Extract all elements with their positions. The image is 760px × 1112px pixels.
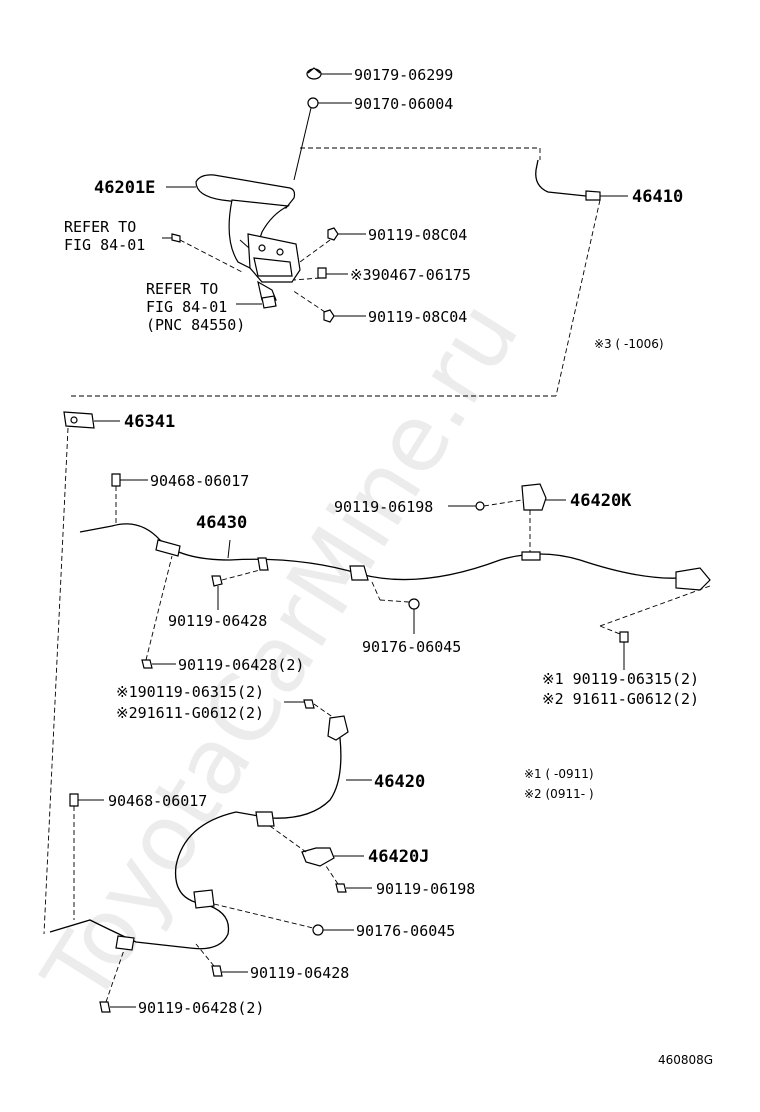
label-90176-06045-lower: 90176-06045 <box>356 922 455 940</box>
label-refer2-line2: FIG 84-01 <box>146 298 227 316</box>
label-90119-08c04-upper: 90119-08C04 <box>368 226 467 244</box>
label-46420k: 46420K <box>570 491 632 511</box>
label-90119-06428-2-lower: 90119-06428(2) <box>138 999 264 1017</box>
label-90170-06004: 90170-06004 <box>354 95 453 113</box>
label-46420j: 46420J <box>368 847 429 867</box>
watermark: ToyotaCarMine.ru <box>22 283 539 1022</box>
lever-assembly <box>162 67 366 323</box>
label-90119-06428-2-middle: 90119-06428(2) <box>178 656 304 674</box>
label-90176-06045-middle: 90176-06045 <box>362 638 461 656</box>
label-refer2-line3: (PNC 84550) <box>146 316 245 334</box>
front-cable-46410 <box>68 147 628 397</box>
label-90468-06017-upper: 90468-06017 <box>150 472 249 490</box>
label-90119-06428-lower: 90119-06428 <box>250 964 349 982</box>
label-46430: 46430 <box>196 513 247 533</box>
rear-cable-46420 <box>49 699 372 1013</box>
label-46201e: 46201E <box>94 178 155 198</box>
label-s1-90119-06315-right: ※1 90119-06315(2) <box>542 670 699 688</box>
label-90468-06017-lower: 90468-06017 <box>108 792 207 810</box>
label-90119-08c04-lower: 90119-08C04 <box>368 308 467 326</box>
label-s2-91611-g0612-right: ※2 91611-G0612(2) <box>542 690 699 708</box>
equalizer-46341 <box>43 411 120 935</box>
note-2: ※2 (0911- ) <box>524 787 594 801</box>
label-90179-06299: 90179-06299 <box>354 66 453 84</box>
label-90119-06428-middle: 90119-06428 <box>168 612 267 630</box>
label-refer2-line1: REFER TO <box>146 280 218 298</box>
label-90119-06198-lower: 90119-06198 <box>376 880 475 898</box>
label-90119-06198-upper: 90119-06198 <box>334 498 433 516</box>
note-3: ※3 ( -1006) <box>594 337 664 351</box>
label-refer1-line2: FIG 84-01 <box>64 236 145 254</box>
label-90467-06175: ※390467-06175 <box>350 266 471 284</box>
label-s2-91611-g0612-left: ※291611-G0612(2) <box>116 704 264 722</box>
label-refer1-line1: REFER TO <box>64 218 136 236</box>
note-1: ※1 ( -0911) <box>524 767 594 781</box>
figure-code: 460808G <box>658 1053 713 1067</box>
labels: 90179-06299 90170-06004 46201E 46410 REF… <box>64 66 713 1067</box>
label-s1-90119-06315-left: ※190119-06315(2) <box>116 683 264 701</box>
label-46341: 46341 <box>124 412 175 432</box>
rear-cable-46430 <box>79 473 711 670</box>
label-46420: 46420 <box>374 772 425 792</box>
label-46410: 46410 <box>632 187 683 207</box>
